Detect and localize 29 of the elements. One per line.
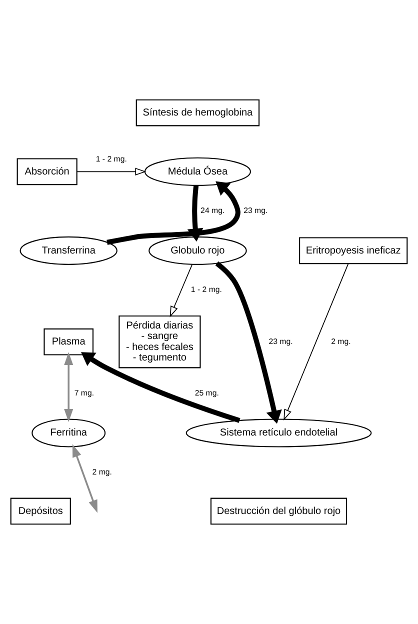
node-ellipse: Globulo rojo [148, 236, 247, 265]
arrow [72, 444, 98, 513]
node-box: Eritropoyesis ineficaz [299, 237, 408, 264]
edge-label: 24 mg. [200, 206, 225, 216]
edge-label: 7 mg. [74, 388, 94, 398]
arrow [170, 264, 193, 318]
arrow [106, 181, 240, 245]
node-box: Destrucción del glóbulo rojo [210, 498, 348, 525]
edge-label: 2 mg. [331, 336, 351, 346]
node-ellipse: Transferrina [20, 236, 118, 265]
node-box: Plasma [44, 328, 94, 356]
arrow [215, 261, 282, 424]
edge-label: 25 mg. [194, 388, 219, 398]
node-ellipse: Sistema retículo endotelial [186, 418, 372, 448]
node-box: Absorción [16, 158, 78, 186]
edge-label: 1 - 2 mg. [96, 154, 127, 164]
node-ellipse: Médula Ósea [144, 157, 252, 186]
edge-label: 23 mg. [244, 206, 268, 216]
node-box: Pérdida diarias - sangre - heces fecales - tegumento [118, 315, 201, 368]
arrow [64, 352, 74, 422]
arrow [76, 168, 146, 176]
edge-label: 23 mg. [268, 336, 293, 346]
node-box: Depósitos [10, 498, 71, 525]
node-box: Síntesis de hemoglobina [136, 99, 260, 126]
arrow [284, 263, 349, 420]
arrow [81, 352, 240, 423]
edge-label: 2 mg. [92, 468, 112, 476]
edge-label: 1 - 2 mg. [190, 285, 222, 294]
node-ellipse: Ferritina [32, 418, 106, 448]
